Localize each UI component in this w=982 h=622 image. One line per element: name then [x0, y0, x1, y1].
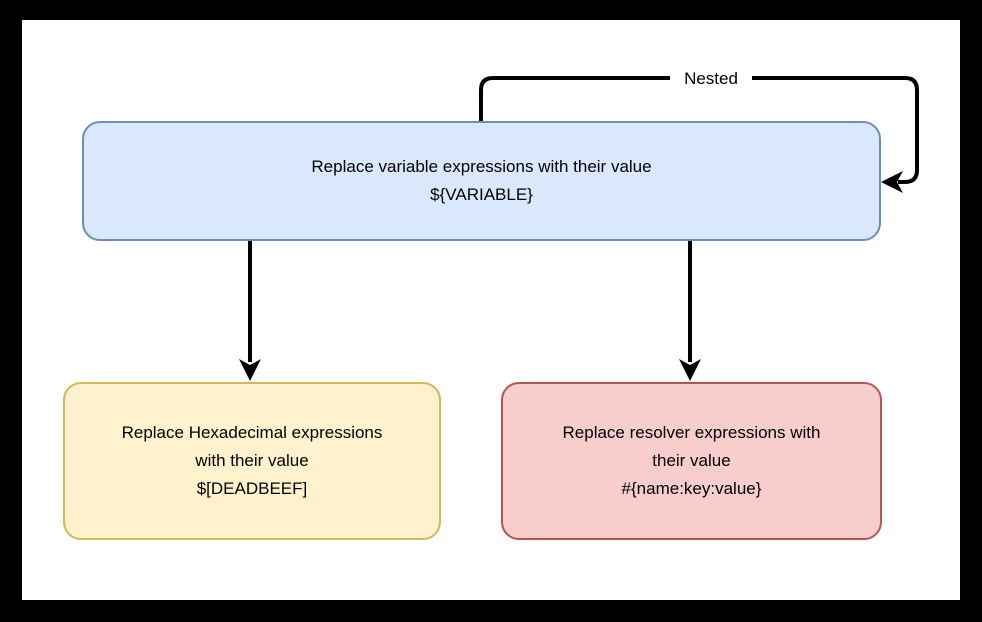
nested-loop-arrowhead-icon [881, 171, 903, 193]
diagram-canvas: Nested Replace variable expressions with… [22, 20, 960, 600]
node-resolver-expressions: Replace resolver expressions with their … [501, 382, 882, 540]
node-variable-expressions-label: Replace variable expressions with their … [311, 157, 652, 204]
nested-label: Nested [684, 69, 738, 88]
arrow-to-resolver-arrowhead-icon [679, 359, 701, 381]
node-hexadecimal-expressions: Replace Hexadecimal expressions with the… [63, 382, 441, 540]
nested-label-background [670, 68, 752, 88]
node-variable-expressions: Replace variable expressions with their … [82, 121, 881, 241]
node-hexadecimal-expressions-label: Replace Hexadecimal expressions with the… [121, 423, 383, 498]
node-resolver-expressions-label: Replace resolver expressions with their … [562, 423, 821, 498]
arrow-to-hexadecimal-arrowhead-icon [239, 359, 261, 381]
